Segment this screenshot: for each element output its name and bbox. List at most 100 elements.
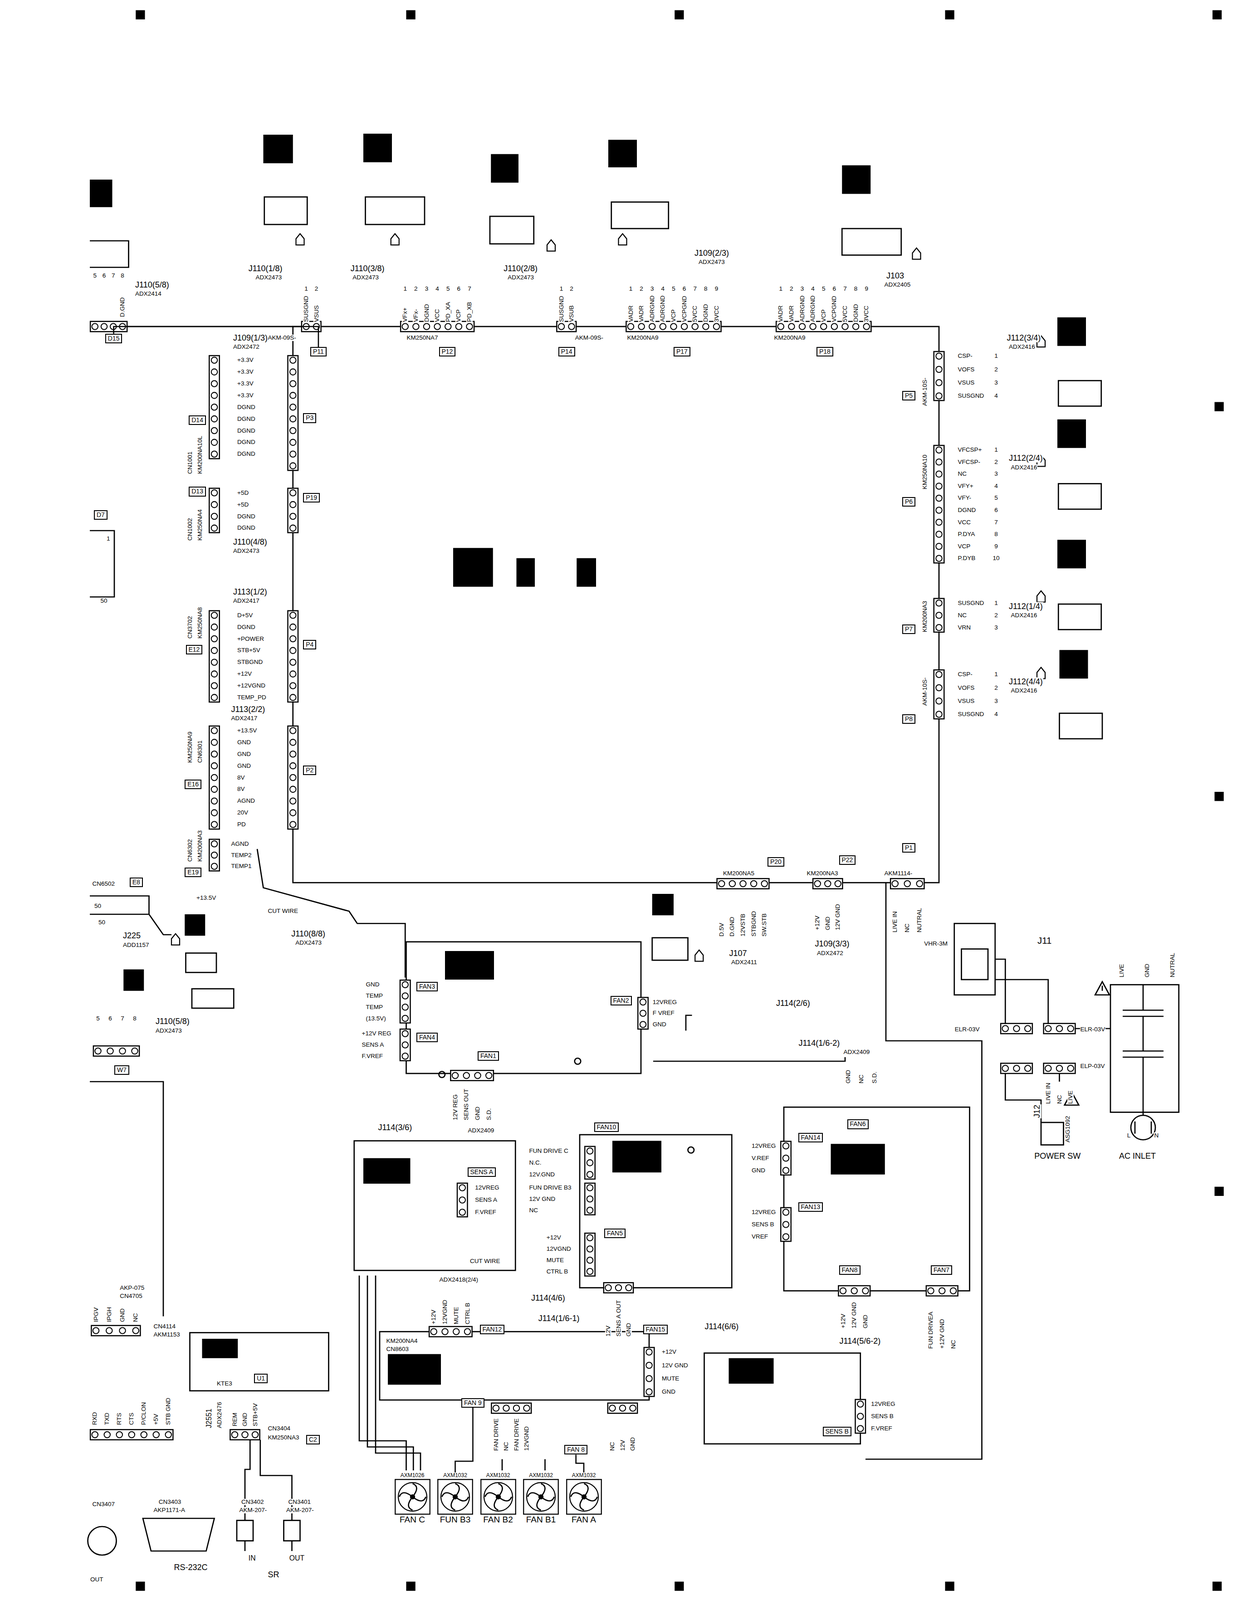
- wire-line: [149, 914, 172, 935]
- pin-circle: [627, 323, 635, 330]
- signal-label: 1: [993, 600, 999, 607]
- masked-block: [516, 558, 536, 587]
- signal-label: VCPGND: [681, 295, 688, 323]
- signal-label: ADX2416: [1010, 612, 1038, 619]
- pin-circle: [402, 1031, 409, 1038]
- signal-label: 3: [424, 285, 430, 293]
- outline-rect: [674, 10, 684, 20]
- connector-strip: [625, 321, 721, 333]
- connector-strip: [1043, 1023, 1076, 1035]
- pin-circle: [211, 863, 218, 871]
- connector-tag: P6: [902, 497, 916, 507]
- signal-label: 8: [120, 272, 125, 279]
- connector-strip: [584, 1233, 596, 1277]
- masked-block: [444, 951, 494, 980]
- pin-circle: [455, 323, 463, 330]
- signal-label: 7: [993, 518, 999, 526]
- signal-label: OUT: [89, 1576, 104, 1584]
- connector-tag: FAN7: [930, 1265, 953, 1276]
- tag-text: FAN14: [801, 1134, 821, 1142]
- signal-label: +3.3V: [236, 368, 255, 376]
- masked-block: [652, 894, 674, 916]
- signal-label: 12VREG: [474, 1184, 500, 1192]
- signal-label: STB GND: [165, 1397, 172, 1426]
- pin-circle: [640, 1010, 647, 1017]
- signal-label: FUN DRIVEA: [927, 1311, 934, 1350]
- signal-label: 3: [993, 470, 999, 478]
- signal-label: J103: [885, 271, 905, 280]
- signal-label: NUTRAL: [916, 907, 923, 933]
- connector-strip: [229, 1429, 260, 1441]
- pin-circle: [211, 694, 218, 701]
- masked-block: [89, 179, 113, 208]
- fan-hub: [538, 1494, 544, 1500]
- signal-label: CN3702: [186, 615, 193, 640]
- pin-circle: [892, 880, 899, 888]
- signal-label: ADX2418(2/4): [439, 1276, 480, 1283]
- pin-circle: [863, 323, 871, 330]
- tag-text: W7: [117, 1066, 127, 1074]
- signal-label: 2: [993, 366, 999, 373]
- connector-tag: FAN15: [643, 1325, 669, 1335]
- signal-label: MUTE: [453, 1306, 460, 1325]
- signal-label: 1: [559, 285, 564, 293]
- signal-label: CN3404: [267, 1425, 292, 1433]
- signal-label: 3: [800, 285, 805, 293]
- connector-strip: [584, 1146, 596, 1180]
- callout-mark: [618, 233, 627, 245]
- signal-label: 9: [993, 543, 999, 550]
- pin-circle: [718, 880, 725, 888]
- signal-label: +5D: [236, 489, 250, 497]
- connector-tag: P19: [303, 493, 320, 503]
- callout-mark: [694, 950, 704, 962]
- masked-block: [453, 547, 494, 587]
- tag-text: P17: [676, 347, 688, 356]
- pin-circle: [211, 392, 218, 399]
- outline-rect: [783, 1107, 970, 1291]
- pin-circle: [402, 1041, 409, 1049]
- signal-label: SENS OUT: [463, 1088, 470, 1121]
- signal-label: AKM-09S-: [574, 334, 604, 342]
- signal-label: VREF: [751, 1233, 769, 1241]
- tag-text: FAN5: [606, 1229, 623, 1237]
- signal-label: ADX2473: [232, 547, 260, 555]
- wire-line: [501, 1459, 504, 1472]
- signal-label: 12VGND: [523, 1425, 530, 1452]
- fan-blades: [484, 1483, 512, 1511]
- wire-line: [142, 1518, 215, 1552]
- signal-label: GND: [236, 739, 252, 746]
- connector-strip: [644, 1347, 655, 1397]
- signal-label: VCP: [820, 308, 827, 323]
- signal-label: TEMP1: [230, 863, 253, 870]
- signal-label: CN6302: [186, 839, 193, 863]
- fan-ring: [440, 1482, 470, 1512]
- pin-circle: [831, 323, 838, 330]
- signal-label: 5: [821, 285, 827, 293]
- pin-circle: [430, 1329, 438, 1336]
- outline-rect: [674, 1582, 684, 1592]
- signal-label: TXD: [103, 1412, 111, 1426]
- signal-label: 4: [993, 483, 999, 490]
- signal-label: +12V: [236, 670, 253, 678]
- pin-circle: [852, 323, 860, 330]
- signal-label: ADX2417: [232, 597, 260, 605]
- signal-label: POWER SW: [1033, 1152, 1081, 1161]
- pin-circle: [503, 1405, 510, 1412]
- pin-circle: [638, 323, 645, 330]
- tag-text: P8: [904, 715, 913, 723]
- wire-line: [89, 240, 129, 268]
- pin-circle: [289, 635, 297, 643]
- outline-rect: [1041, 1122, 1064, 1146]
- pin-circle: [645, 1349, 653, 1356]
- tag-text: FAN10: [596, 1123, 617, 1131]
- signal-label: KM200NA9: [626, 334, 660, 342]
- tag-text: P6: [904, 498, 913, 506]
- signal-label: KTE3: [216, 1380, 233, 1388]
- pin-circle: [128, 1432, 136, 1439]
- part-number: AXM1032: [443, 1472, 468, 1479]
- outline-rect: [954, 923, 996, 996]
- signal-label: J2551: [205, 1408, 214, 1429]
- signal-label: VOFS: [957, 684, 976, 691]
- signal-label: 5: [993, 494, 999, 502]
